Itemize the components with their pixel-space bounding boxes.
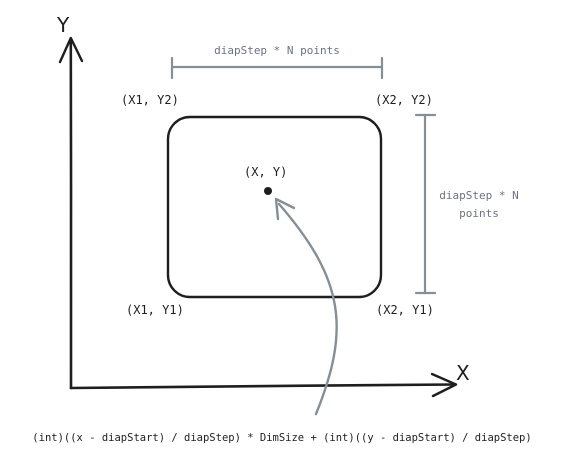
corner-label-bottom-right: (X2, Y1) — [376, 303, 434, 317]
point-label: (X, Y) — [244, 165, 287, 179]
index-formula: (int)((x - diapStart) / diapStep) * DimS… — [32, 432, 531, 444]
height-dimension-label-line2: points — [459, 207, 499, 220]
corner-label-top-left: (X1, Y2) — [121, 93, 179, 107]
corner-label-bottom-left: (X1, Y1) — [126, 303, 184, 317]
corner-label-top-right: (X2, Y2) — [375, 93, 433, 107]
formula-pointer-arrow — [277, 202, 338, 416]
y-axis-label: Y — [56, 13, 70, 37]
x-axis — [69, 383, 457, 390]
height-dimension-label-line1: diapStep * N — [439, 189, 518, 202]
formula-pointer-arrowhead — [274, 197, 296, 221]
region-rectangle — [166, 115, 383, 299]
point-marker — [264, 187, 272, 195]
x-axis-arrowhead — [430, 372, 458, 398]
width-dimension-label: diapStep * N points — [214, 44, 340, 57]
x-axis-label: X — [456, 361, 470, 385]
y-axis-arrowhead — [58, 36, 84, 64]
